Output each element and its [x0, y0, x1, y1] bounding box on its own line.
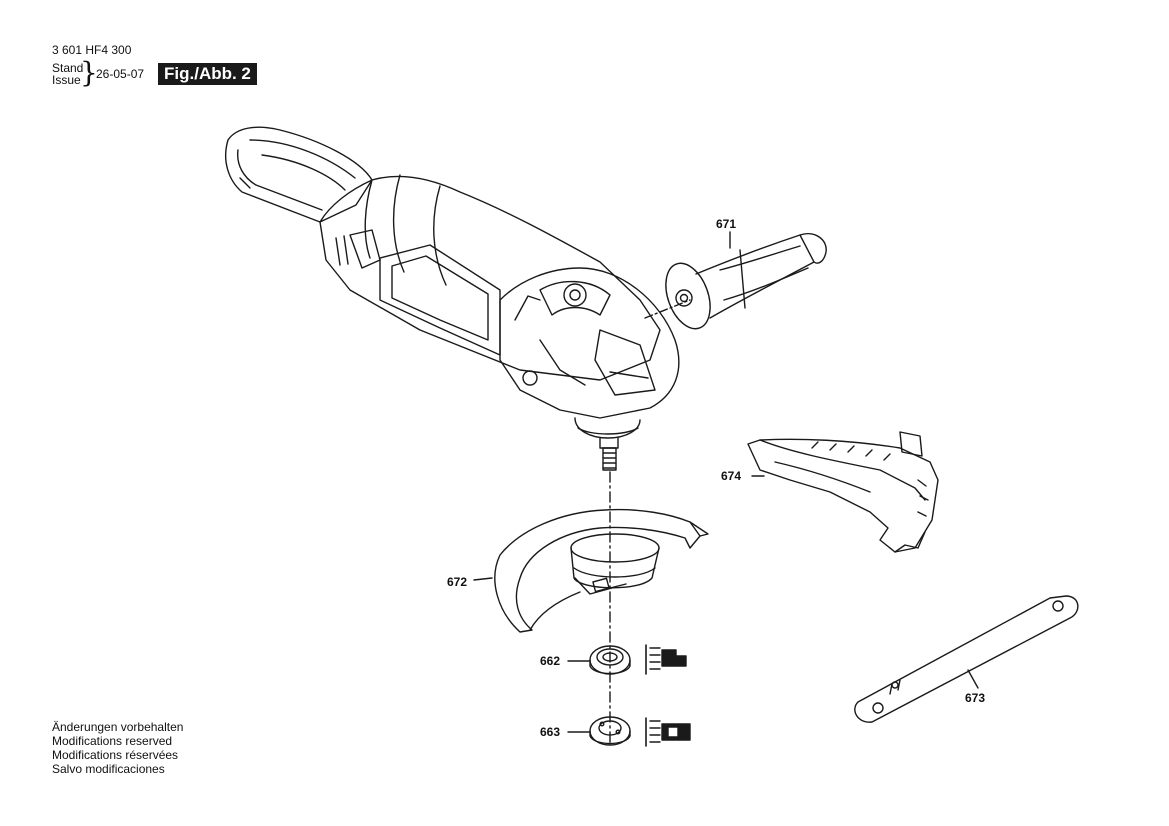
- part-number-663: 663: [540, 725, 561, 739]
- guard-attachment-674: [747, 431, 939, 553]
- part-number-671: 671: [716, 217, 737, 231]
- handle-axis-line: [644, 299, 691, 319]
- issue-date: 26-05-07: [96, 67, 145, 81]
- stand-label: Stand: [52, 61, 84, 75]
- leader-673: [967, 669, 979, 689]
- leader-672: [473, 577, 493, 581]
- protection-guard-672: [494, 508, 709, 633]
- note-line: Salvo modificaciones: [52, 762, 165, 776]
- part-number-674: 674: [721, 469, 742, 483]
- clamping-nut-663: [589, 716, 631, 746]
- note-line: Modifications réservées: [52, 748, 179, 762]
- issue-label: Issue: [52, 73, 81, 87]
- note-line: Änderungen vorbehalten: [52, 720, 184, 734]
- brace-symbol: }: [80, 56, 98, 89]
- part-number-662: 662: [540, 654, 561, 668]
- pin-spanner-673: [854, 595, 1079, 723]
- modification-notes: Änderungen vorbehalten Modifications res…: [52, 720, 183, 776]
- nut-orientation-symbol-663: [645, 717, 691, 747]
- part-number-673: 673: [965, 691, 986, 705]
- note-line: Modifications reserved: [52, 734, 173, 748]
- angle-grinder-body: [224, 126, 680, 471]
- part-number-672: 672: [447, 575, 468, 589]
- auxiliary-handle-671: [665, 233, 827, 330]
- mounting-flange-662: [589, 645, 631, 675]
- flange-orientation-symbol-662: [645, 644, 687, 675]
- document-number: 3 601 HF4 300: [52, 43, 132, 57]
- figure-label: Fig./Abb. 2: [158, 63, 257, 85]
